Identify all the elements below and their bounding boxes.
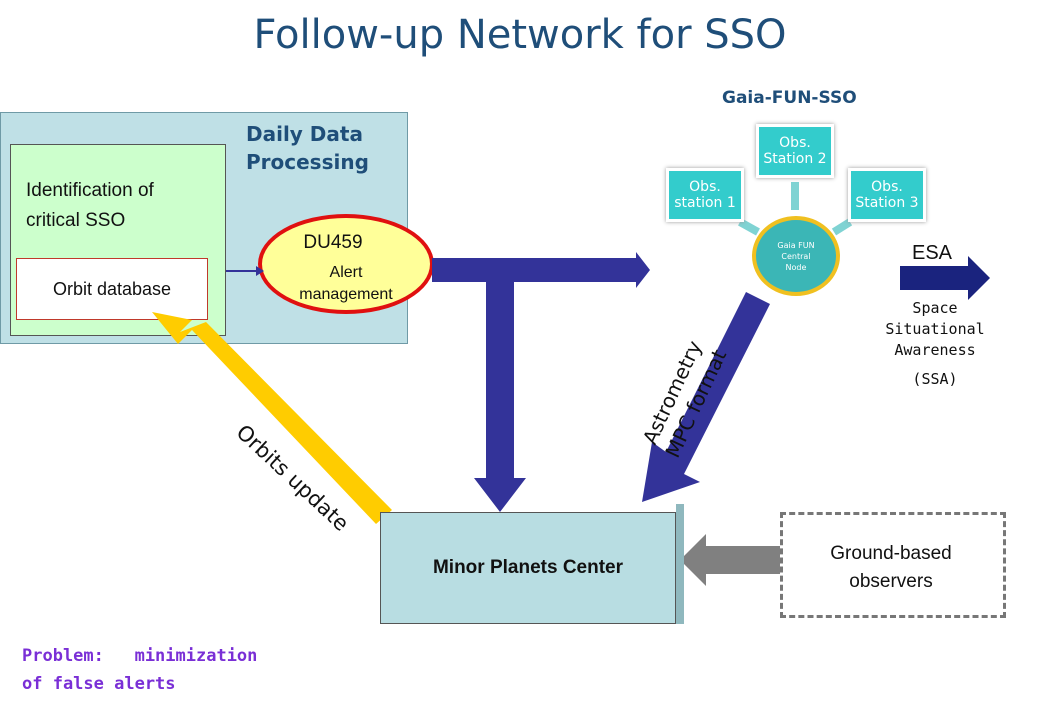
du459-subtitle: Alert management — [299, 264, 393, 303]
du459-title: DU459 — [303, 232, 363, 253]
daily-processing-label: Daily Data Processing — [246, 122, 369, 174]
orbit-database-scroll: Orbit database — [16, 258, 208, 320]
gaia-fun-central-node: Gaia FUN Central Node — [752, 216, 840, 296]
mpc-box-side — [676, 504, 684, 624]
ssa-abbreviation: (SSA) — [912, 370, 958, 388]
du459-oval — [258, 214, 434, 314]
to-mpc-arrow — [474, 270, 526, 512]
station1-link — [738, 218, 760, 236]
identification-label: Identification of critical SSO — [26, 180, 154, 231]
esa-label: ESA — [912, 242, 953, 264]
connector-arrowhead — [256, 266, 264, 276]
gaia-fun-title: Gaia-FUN-SSO — [722, 88, 857, 108]
orbits-update-arrow — [152, 312, 392, 524]
ground-to-mpc-arrow — [680, 534, 780, 586]
esa-arrow — [900, 256, 990, 300]
ssa-description: Space Situational Awareness — [885, 299, 985, 359]
obs-station-2: Obs. Station 2 — [756, 124, 834, 178]
mpc-box: Minor Planets Center — [380, 512, 676, 624]
astrometry-arrow — [642, 292, 770, 502]
problem-note: Problem: minimization of false alerts — [22, 646, 258, 694]
to-gaia-fun-arrow — [432, 252, 650, 288]
ground-observers-box — [780, 512, 1006, 618]
station3-link — [831, 218, 853, 236]
ground-observers-label: Ground-based observers — [830, 543, 952, 592]
obs-station-3: Obs. Station 3 — [848, 168, 926, 222]
page-title: Follow-up Network for SSO — [253, 12, 787, 58]
obs-station-1: Obs. station 1 — [666, 168, 744, 222]
